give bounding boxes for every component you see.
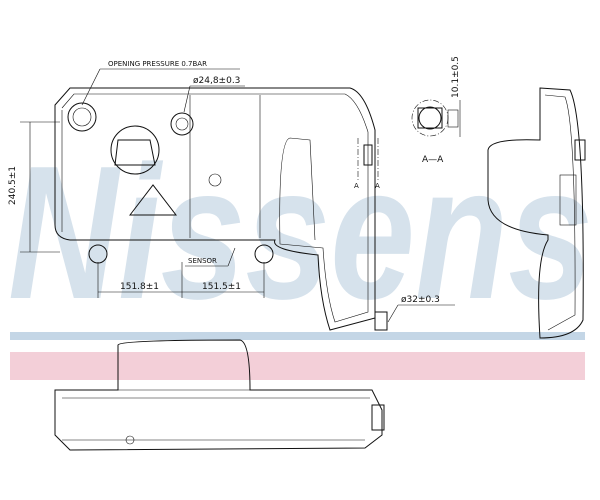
section-marks: A A (354, 138, 380, 190)
section-mark-right: A (375, 182, 380, 190)
section-mark-left: A (354, 182, 359, 190)
watermark-stripe-blue (10, 332, 585, 340)
watermark-text: Nissens (8, 127, 593, 339)
dimensions: 240.5±1 151.8±1 151.5±1 SENSOR OPENING P… (8, 60, 455, 323)
width-left-dimension: 151.8±1 (120, 282, 159, 292)
section-title: A—A (422, 155, 444, 165)
height-dimension: 240.5±1 (8, 166, 18, 205)
section-view-a-a: 10.1±0.5 A—A (411, 56, 461, 165)
sensor-label: SENSOR (188, 257, 217, 265)
cap-diameter-label: ø24,8±0.3 (193, 76, 240, 86)
section-dimension: 10.1±0.5 (451, 56, 461, 98)
width-right-dimension: 151.5±1 (202, 282, 241, 292)
tank-top-view (54, 339, 385, 451)
tank-side-view (487, 87, 586, 339)
opening-pressure-label: OPENING PRESSURE 0.7BAR (108, 60, 207, 68)
outlet-diameter-label: ø32±0.3 (401, 295, 440, 305)
tank-front-view (54, 87, 388, 331)
watermark-stripe-pink (10, 352, 585, 380)
watermark: Nissens (8, 127, 593, 380)
